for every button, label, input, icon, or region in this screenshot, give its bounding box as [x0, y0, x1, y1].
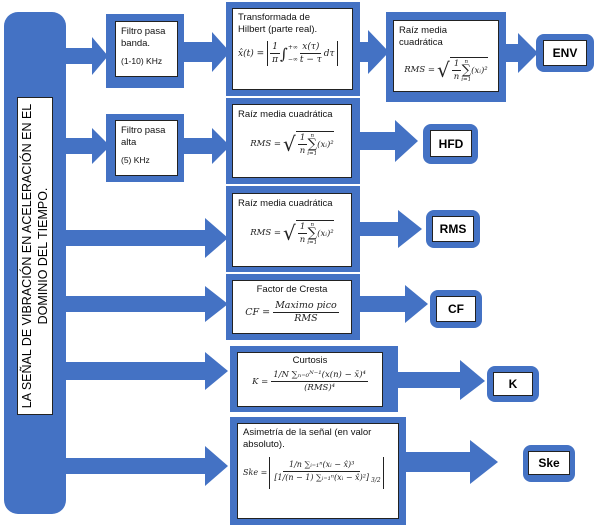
arrow-source-to-crest [63, 286, 228, 322]
arrow-hilbert-to-rms [355, 30, 389, 74]
source-signal-label-box: LA SEÑAL DE VIBRACIÓN EN ACELERACIÓN EN … [17, 97, 53, 415]
hilbert-transform-box: Transformada de Hilbert (parte real). x̂… [232, 8, 353, 90]
skewness-box: Asimetría de la señal (en valor absoluto… [237, 423, 399, 519]
output-ske: Ske [528, 451, 570, 475]
arrow-crest-to-cf [355, 285, 428, 323]
output-rms: RMS [432, 216, 474, 242]
arrow-kurtosis-to-k [395, 360, 485, 400]
arrow-rms-to-env [503, 33, 538, 73]
source-signal-label: LA SEÑAL DE VIBRACIÓN EN ACELERACIÓN EN … [20, 103, 50, 409]
output-env: ENV [543, 40, 587, 66]
arrow-rms-to-hfd [355, 120, 418, 162]
bandpass-filter-box: Filtro pasa banda. (1-10) KHz [115, 21, 178, 77]
arrow-source-to-rms [63, 218, 228, 258]
output-k: K [493, 372, 533, 396]
arrow-source-to-bandpass [63, 37, 108, 75]
kurtosis-box: Curtosis K = 1/N ∑ₙ₌₀ᴺ⁻¹(x(n) − x̄)⁴(RMS… [237, 352, 383, 407]
arrow-skewness-to-ske [400, 440, 498, 484]
output-hfd: HFD [430, 130, 472, 157]
skewness-formula: Ske = 1/n ∑ᵢ₌₁ⁿ(xᵢ − x̂)³[1/(n − 1) ∑ᵢ₌₁… [243, 457, 393, 489]
arrow-rms-to-rms-output [355, 210, 422, 248]
arrow-source-to-highpass [63, 128, 110, 164]
highpass-filter-box: Filtro pasa alta (5) KHz [115, 120, 178, 176]
arrow-source-to-skewness [63, 446, 228, 486]
arrow-bandpass-to-hilbert [180, 32, 230, 72]
arrow-source-to-kurtosis [63, 352, 228, 390]
arrow-highpass-to-rms [182, 128, 230, 164]
output-cf: CF [436, 296, 476, 322]
kurtosis-formula: K = 1/N ∑ₙ₌₀ᴺ⁻¹(x(n) − x̄)⁴(RMS)⁴ [252, 370, 368, 393]
